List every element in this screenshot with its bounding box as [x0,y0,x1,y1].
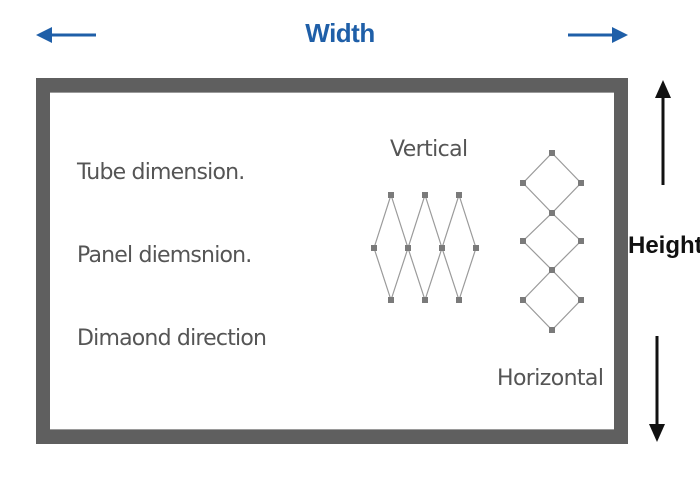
arrow-left-icon [36,27,96,43]
frame-inner-edge-bottom [50,429,614,430]
horizontal-mesh-nodes [520,150,584,333]
vertical-mesh-nodes [371,192,479,303]
arrow-right-icon [568,27,628,43]
height-label: Height [628,232,700,259]
frame-inner-edge-top [50,92,614,93]
horizontal-diamond-mesh [522,152,582,331]
vertical-diamond-mesh [373,193,477,302]
arrow-down-icon [649,336,665,442]
arrow-up-icon [655,80,671,185]
panel-dimension-text: Panel diemsnion. [77,243,252,268]
tube-dimension-text: Tube dimension. [77,160,245,185]
vertical-label: Vertical [390,137,468,162]
panel-frame [36,78,628,444]
horizontal-label: Horizontal [497,366,604,391]
diamond-direction-text: Dimaond direction [77,326,267,351]
width-label: Width [305,18,375,48]
